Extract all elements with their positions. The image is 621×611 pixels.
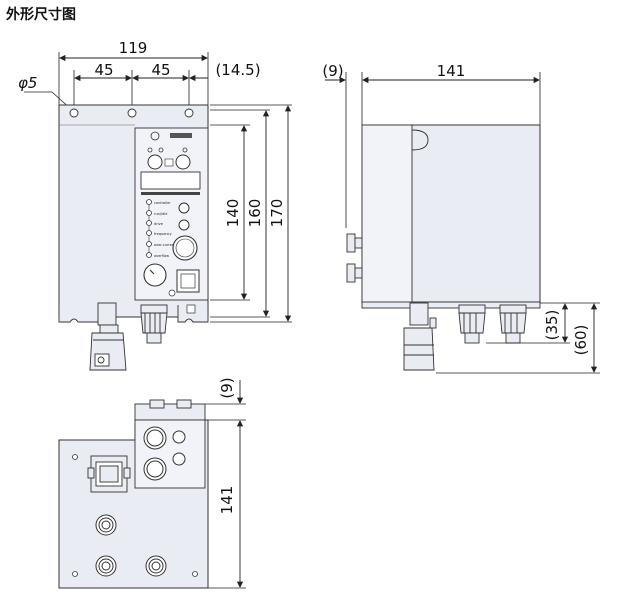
led-indicators: controller run/idle drive frequency over…	[146, 199, 176, 258]
dim-height-3: 170	[268, 199, 286, 228]
page-title: 外形尺寸图	[6, 7, 76, 23]
connector-icon	[140, 304, 168, 344]
led-label: overflow	[154, 254, 169, 258]
dim-side-depth: 141	[437, 62, 466, 80]
dim-pitch-2: 45	[151, 61, 170, 79]
dim-bottom-height: (60)	[572, 325, 590, 356]
front-view: 119 45 45 (14.5) φ5	[18, 39, 292, 371]
side-plug-icon	[403, 302, 437, 371]
dim-height-1: 140	[224, 199, 242, 228]
bottom-view: (9) 141	[58, 377, 246, 589]
dim-bottom-depth: 141	[218, 486, 236, 515]
dim-bottom-offset: (9)	[218, 377, 236, 398]
dim-side-offset: (9)	[322, 62, 343, 80]
side-view: (9) 141	[322, 62, 600, 374]
dim-height-2: 160	[246, 199, 264, 228]
dim-overall-width: 119	[119, 39, 148, 57]
cable-plug-icon	[89, 302, 127, 371]
dim-connector-height: (35)	[543, 310, 561, 341]
bottom-plug-icon	[87, 455, 131, 493]
hole-label: φ5	[18, 74, 37, 92]
led-label: run/idle	[154, 212, 167, 216]
side-connector-icon	[458, 304, 527, 344]
dim-offset: (14.5)	[215, 61, 260, 79]
led-label: drive	[154, 222, 163, 226]
display-window	[140, 171, 201, 190]
dim-pitch-1: 45	[94, 61, 113, 79]
led-label: over-current	[154, 243, 176, 247]
led-label: frequency	[154, 232, 172, 236]
adjust-knob-icon	[143, 263, 167, 287]
led-label: controller	[154, 201, 171, 205]
